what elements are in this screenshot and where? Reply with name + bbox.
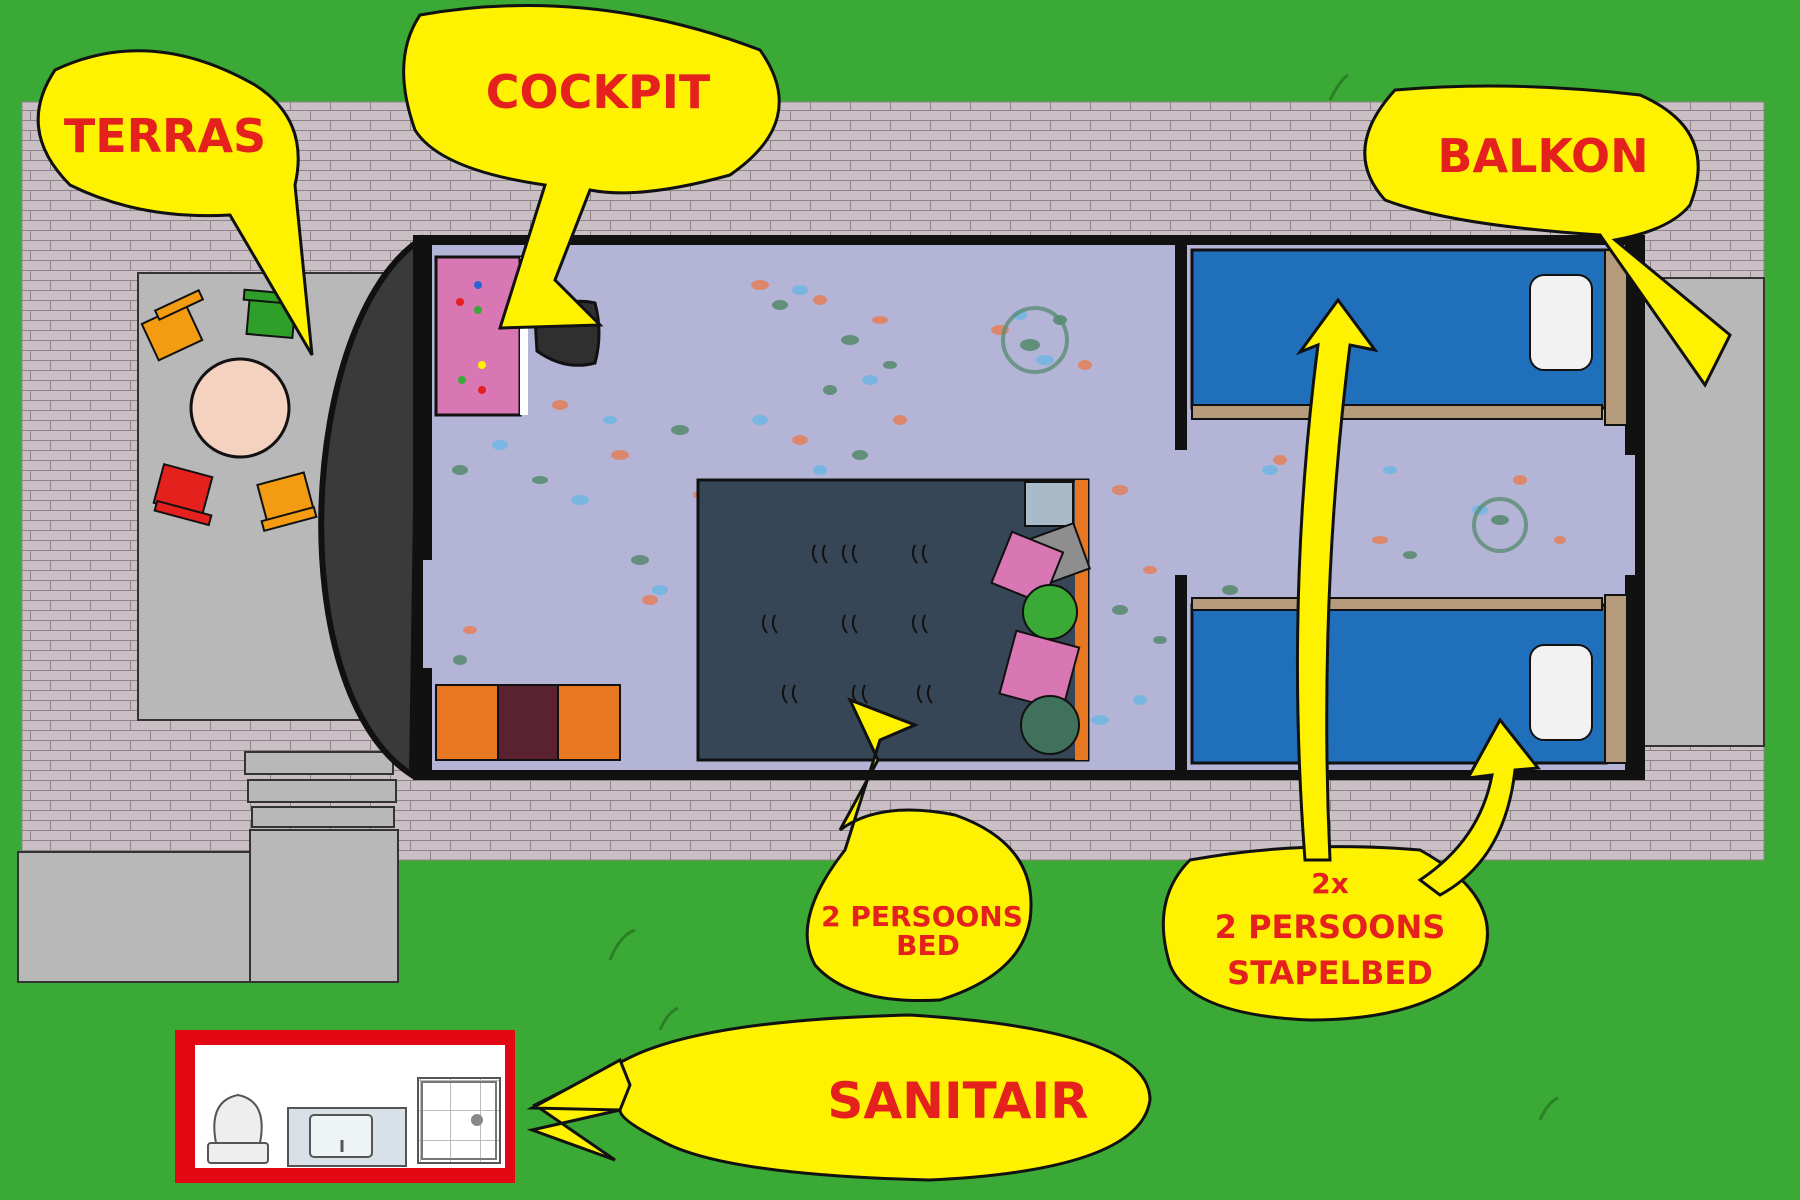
shower-tray (417, 1077, 501, 1164)
double-bed (696, 478, 1092, 762)
bow-wall-upper (418, 245, 432, 560)
label-bunk-line1: 2x (1311, 867, 1349, 900)
chair-orange-top (140, 288, 205, 362)
bubble-stapelbed: 2x 2 PERSOONS STAPELBED (1161, 297, 1541, 1022)
bubble-balkon: BALKON (1363, 84, 1732, 388)
bubble-bed: 2 PERSOONS BED (805, 697, 1033, 1003)
bubble-cockpit: COCKPIT (402, 4, 781, 330)
bunk-bed-top (1190, 248, 1628, 426)
cabin-wall-left-lower (1175, 575, 1187, 775)
label-bed-line1: 2 PERSOONS (821, 900, 1023, 933)
chair-red (152, 462, 214, 527)
toilet (207, 1093, 269, 1164)
sanitair-block (175, 1030, 515, 1183)
boat-bow (318, 234, 424, 781)
label-bunk-line2: 2 PERSOONS (1215, 908, 1446, 946)
cushion-teal (1020, 695, 1080, 755)
pillow-bottom (1529, 644, 1593, 741)
label-bunk-line3: STAPELBED (1227, 954, 1433, 992)
label-cockpit: COCKPIT (486, 65, 711, 119)
label-sanitair: SANITAIR (827, 1072, 1088, 1130)
footprints (761, 544, 933, 704)
cockpit-console (434, 255, 528, 417)
bow-wall-lower (418, 668, 432, 773)
label-terras: TERRAS (64, 109, 266, 163)
terrace-table (189, 357, 291, 459)
bubble-terras: TERRAS (36, 49, 314, 356)
step-2 (247, 779, 397, 803)
sofa (435, 684, 621, 761)
bubble-sanitair: SANITAIR (526, 1013, 1152, 1182)
pillow-top (1529, 274, 1593, 371)
grass-tufts (608, 73, 1559, 1121)
chair-orange-bottom (256, 471, 318, 533)
wash-basin (309, 1114, 373, 1158)
jetty (17, 829, 399, 983)
label-bed-line2: BED (896, 929, 960, 962)
step-1 (244, 751, 394, 775)
cushion-green (1022, 584, 1078, 640)
label-balkon: BALKON (1437, 129, 1648, 183)
bunk-bed-bottom (1190, 594, 1628, 765)
shower-drain (471, 1114, 483, 1126)
step-3 (251, 806, 395, 828)
cabin-wall-left (1175, 245, 1187, 450)
